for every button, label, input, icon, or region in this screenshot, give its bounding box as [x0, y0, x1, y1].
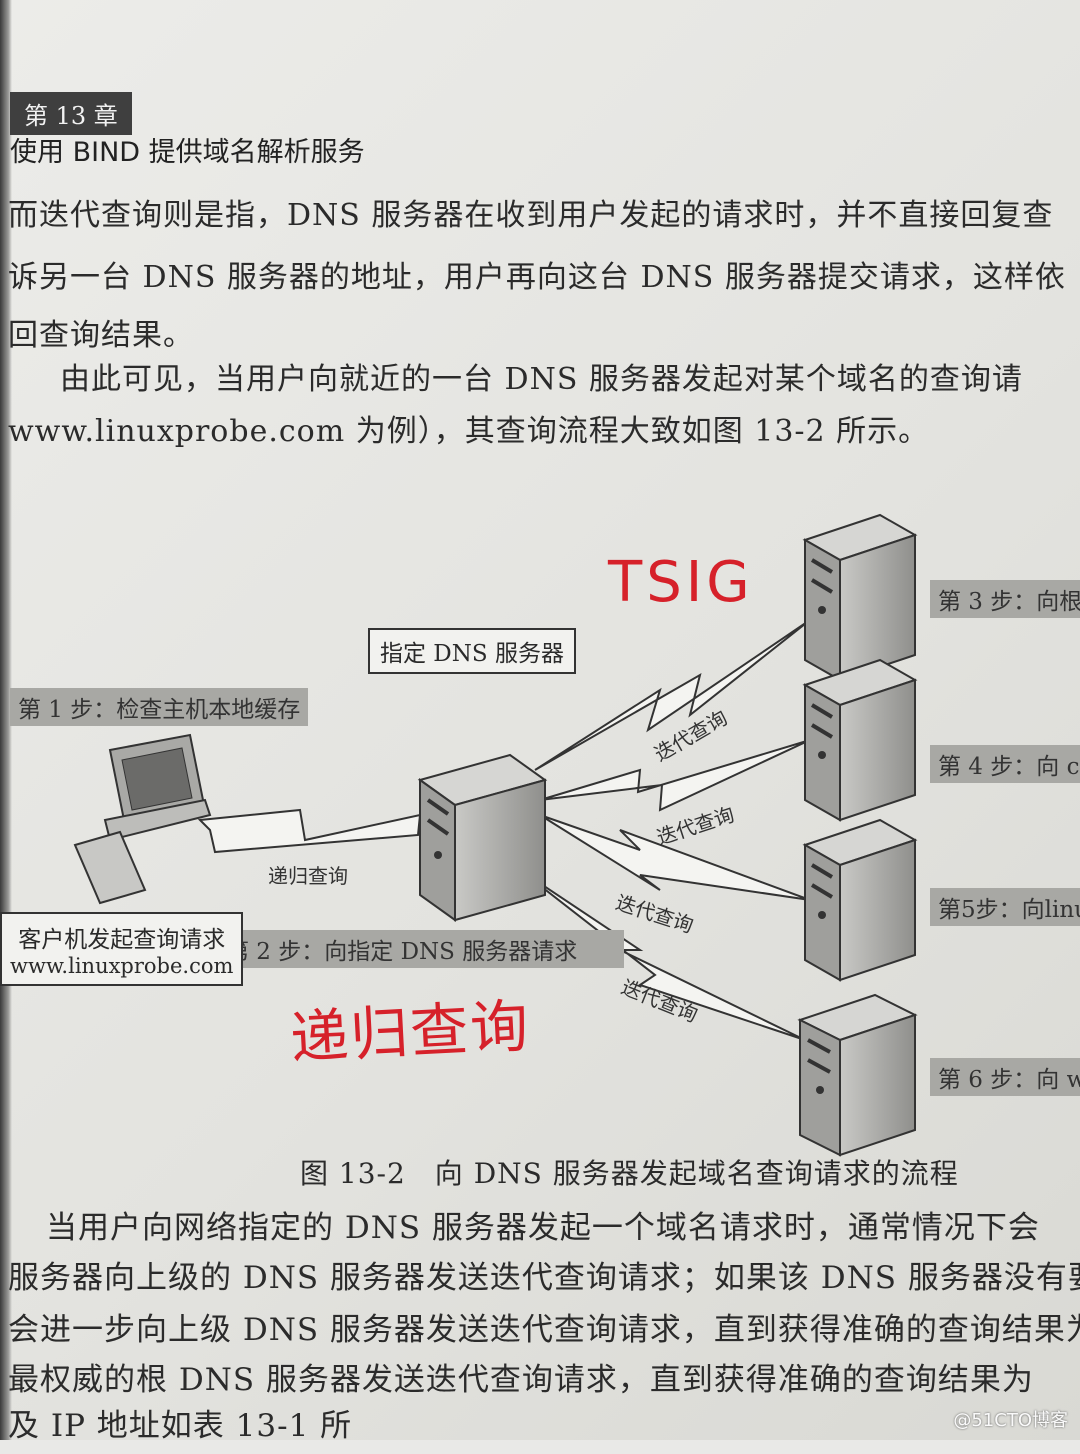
- intro-line-5: www.linuxprobe.com 为例），其查询流程大致如图 13-2 所示…: [8, 414, 930, 449]
- specified-dns-server-label: 指定 DNS 服务器: [368, 628, 576, 674]
- step-6-label: 第 6 步：向 ww: [930, 1058, 1080, 1096]
- link-client-dns: [197, 808, 422, 854]
- intro-line-2: 诉另一台 DNS 服务器的地址，用户再向这台 DNS 服务器提交请求，这样依: [8, 260, 1066, 295]
- step-4-label: 第 4 步：向 co: [930, 745, 1080, 783]
- handwritten-tsig-note: TSIG: [608, 550, 754, 615]
- com-dns-server-icon: [802, 658, 918, 822]
- body-line-2: 服务器向上级的 DNS 服务器发送迭代查询请求；如果该 DNS 服务器没有要: [8, 1260, 1080, 1296]
- root-dns-server-icon: [802, 513, 918, 682]
- body-line-5: 及 IP 地址如表 13-1 所: [8, 1408, 353, 1444]
- body-line-3: 会进一步向上级 DNS 服务器发送迭代查询请求，直到获得准确的查询结果为: [8, 1312, 1080, 1348]
- chapter-title: 使用 BIND 提供域名解析服务: [10, 137, 365, 168]
- dns-flow-diagram: TSIG 指定 DNS 服务器 第 1 步：检查主机本地缓存 第 3 步：向根 …: [0, 480, 1080, 1200]
- client-computer-icon: [73, 733, 212, 905]
- client-request-title: 客户机发起查询请求: [18, 927, 226, 953]
- page-binding-shadow: [0, 0, 12, 1440]
- specified-dns-server-icon: [417, 753, 548, 922]
- figure-caption: 图 13-2 向 DNS 服务器发起域名查询请求的流程: [300, 1157, 959, 1190]
- step-2-label: 第 2 步：向指定 DNS 服务器请求: [218, 930, 624, 968]
- intro-line-1: 而迭代查询则是指，DNS 服务器在收到用户发起的请求时，并不直接回复查: [8, 198, 1054, 233]
- client-request-url: www.linuxprobe.com: [10, 954, 234, 978]
- site-watermark: @51CTO博客: [953, 1410, 1068, 1431]
- intro-line-4: 由此可见，当用户向就近的一台 DNS 服务器发起对某个域名的查询请: [60, 362, 1023, 397]
- client-request-box: 客户机发起查询请求 www.linuxprobe.com: [0, 912, 244, 986]
- body-line-4: 最权威的根 DNS 服务器发送迭代查询请求，直到获得准确的查询结果为: [8, 1362, 1034, 1398]
- chapter-tag: 第 13 章: [10, 92, 132, 135]
- dns-flow-diagram-svg: [73, 513, 918, 1157]
- linuxprobe-dns-server-icon: [802, 818, 918, 982]
- handwritten-recursive-note: 递归查询: [288, 991, 532, 1073]
- body-line-1: 当用户向网络指定的 DNS 服务器发起一个域名请求时，通常情况下会: [46, 1210, 1040, 1246]
- step-5-label: 第5步：向linux: [930, 888, 1080, 926]
- recursive-query-label: 递归查询: [268, 864, 348, 888]
- step-1-label: 第 1 步：检查主机本地缓存: [10, 688, 308, 726]
- intro-line-3: 回查询结果。: [8, 318, 194, 353]
- step-3-label: 第 3 步：向根: [930, 580, 1080, 618]
- www-dns-server-icon: [797, 993, 918, 1157]
